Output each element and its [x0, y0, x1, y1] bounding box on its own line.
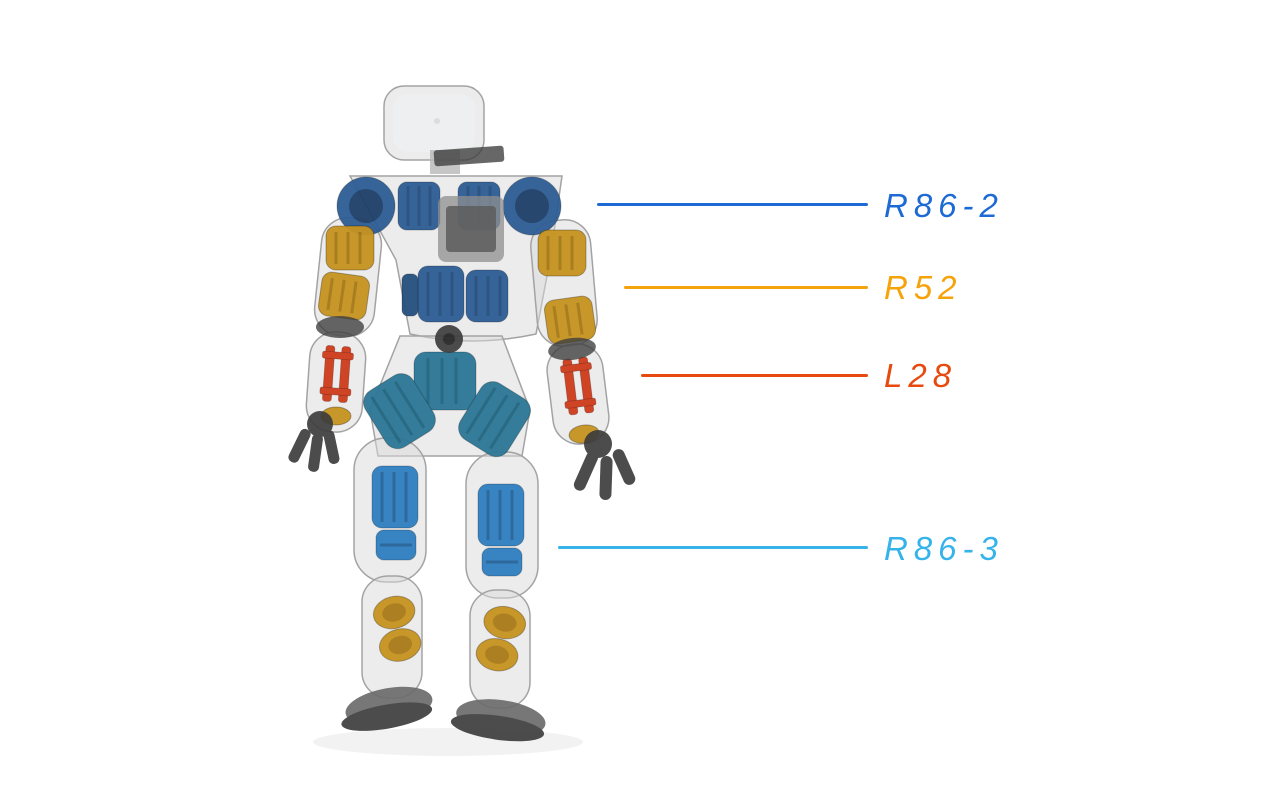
left-arm-actuator-1 [325, 225, 375, 271]
backpack [438, 196, 504, 262]
right-ankle-actuators [475, 605, 527, 672]
linear-actuators [319, 345, 597, 416]
right-forearm-linear-actuator [560, 356, 597, 416]
knee-actuators [371, 465, 525, 577]
left-forearm-linear-actuator [319, 345, 354, 404]
head-visor [393, 94, 475, 152]
callout-line-r86-2 [597, 203, 868, 206]
right-elbow-disc [548, 337, 596, 361]
waist-actuator-side [401, 273, 419, 317]
left-elbow-disc [316, 316, 364, 338]
left-foot [341, 686, 433, 731]
dark-parts [288, 145, 636, 742]
callout-label-r86-3: R86-3 [884, 530, 1004, 567]
callout-label-r86-2: R86-2 [884, 187, 1004, 224]
hip-actuator-left [363, 373, 436, 450]
head-dot [434, 118, 440, 124]
left-gripper [288, 411, 340, 472]
hip-actuators [363, 351, 531, 458]
right-arm-actuator-1 [537, 229, 587, 277]
right-arm-actuator-2 [543, 295, 597, 345]
shoulder-actuators [336, 176, 562, 323]
callout-line-r86-3 [558, 546, 868, 549]
left-arm-actuator-2 [317, 271, 371, 321]
hip-actuator-right [458, 381, 531, 458]
gold-actuators [317, 225, 600, 672]
neck-plate [433, 145, 505, 167]
right-gripper [573, 430, 636, 500]
left-ankle-actuators [372, 595, 422, 662]
right-foot [450, 699, 546, 742]
callout-label-r52: R52 [884, 269, 963, 306]
callout-line-l28 [641, 374, 868, 377]
callout-label-l28: L28 [884, 357, 958, 394]
callout-line-r52 [624, 286, 868, 289]
